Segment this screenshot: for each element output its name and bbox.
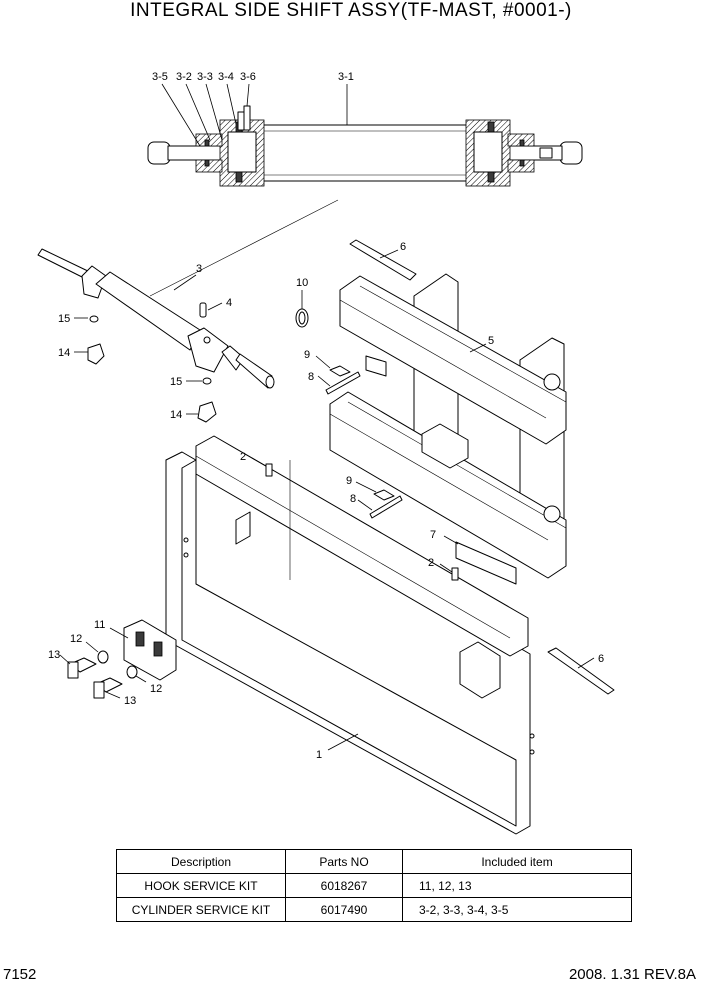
o-ring (295, 290, 309, 328)
callout-9-upper: 9 (304, 349, 310, 361)
callout-2-lower: 2 (428, 557, 434, 569)
hook-kit (59, 619, 177, 699)
callout-11: 11 (94, 619, 105, 631)
callout-15-upper: 15 (58, 313, 70, 325)
table-header-row: Description Parts NO Included item (116, 849, 632, 874)
cylinder-section-detail (147, 83, 583, 187)
callout-3-3: 3-3 (197, 71, 213, 83)
callout-13-left: 13 (48, 649, 60, 661)
callout-13-right: 13 (124, 695, 136, 707)
callout-14-lower: 14 (170, 409, 182, 421)
callout-3-1: 3-1 (338, 71, 354, 83)
col-parts-no: Parts NO (285, 849, 403, 874)
col-description: Description (116, 849, 286, 874)
callout-15-lower: 15 (170, 376, 182, 388)
side-shift-cylinder (37, 199, 339, 423)
screws (251, 457, 459, 581)
carriage-frame (165, 435, 535, 835)
callout-12-left: 12 (70, 633, 82, 645)
callout-10: 10 (296, 277, 308, 289)
callout-3-5: 3-5 (152, 71, 168, 83)
callout-8-lower: 8 (350, 493, 356, 505)
cell-included-item: 11, 12, 13 (402, 873, 632, 898)
table-row: CYLINDER SERVICE KIT 6017490 3-2, 3-3, 3… (116, 897, 632, 922)
callout-6-lower: 6 (598, 653, 604, 665)
cell-included-item: 3-2, 3-3, 3-4, 3-5 (402, 897, 632, 922)
lower-slide-bar (329, 391, 567, 585)
pins-and-clips (315, 355, 403, 519)
callout-6-upper: 6 (400, 241, 406, 253)
page-title: INTEGRAL SIDE SHIFT ASSY(TF-MAST, #0001-… (130, 0, 572, 21)
callout-3-2: 3-2 (176, 71, 192, 83)
callout-12-right: 12 (150, 683, 162, 695)
callout-4: 4 (226, 297, 232, 309)
callout-labels: 3-5 3-2 3-3 3-4 3-6 3-1 3 4 15 14 15 14 … (48, 71, 604, 761)
table-row: HOOK SERVICE KIT 6018267 11, 12, 13 (116, 873, 632, 898)
cell-description: CYLINDER SERVICE KIT (116, 897, 286, 922)
callout-3-6: 3-6 (240, 71, 256, 83)
callout-8-upper: 8 (308, 371, 314, 383)
callout-3-4: 3-4 (218, 71, 234, 83)
callout-5: 5 (488, 335, 494, 347)
cell-parts-no: 6018267 (285, 873, 403, 898)
upper-slide-bar (339, 239, 567, 551)
callout-3: 3 (196, 263, 202, 275)
page-number: 7152 (3, 966, 37, 983)
callout-14-upper: 14 (58, 347, 70, 359)
callout-9-lower: 9 (346, 475, 352, 487)
lower-pad (547, 647, 615, 695)
cell-description: HOOK SERVICE KIT (116, 873, 286, 898)
callout-2-upper: 2 (240, 451, 246, 463)
service-kit-table: Description Parts NO Included item HOOK … (116, 849, 632, 922)
callout-7: 7 (430, 529, 436, 541)
col-included-item: Included item (402, 849, 632, 874)
cell-parts-no: 6017490 (285, 897, 403, 922)
revision-date: 2008. 1.31 REV.8A (568, 966, 696, 983)
callout-1: 1 (316, 749, 322, 761)
